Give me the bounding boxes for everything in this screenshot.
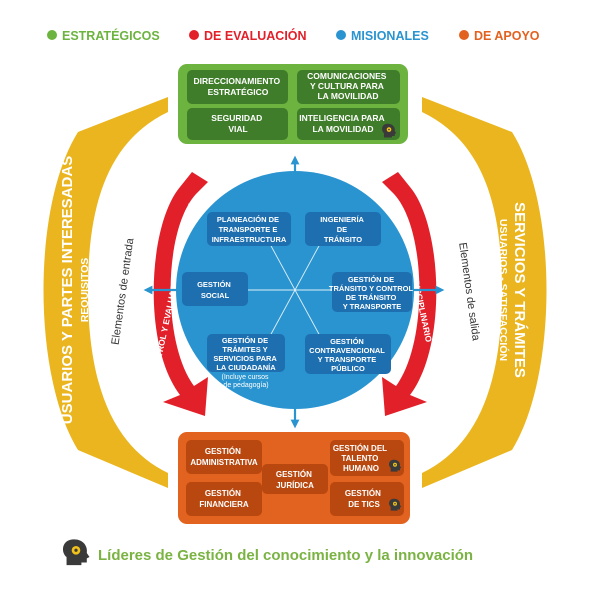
missional-processes-group: PLANEACIÓN DE TRANSPORTE E INFRAESTRUCTU… [176, 171, 415, 409]
left-yellow-arc [43, 97, 168, 488]
support-label-juridica: GESTIÓN JURÍDICA [276, 470, 314, 490]
strategic-box-comunicaciones [297, 70, 400, 104]
support-processes-group: GESTIÓN ADMINISTRATIVA GESTIÓN JURÍDICA … [178, 432, 410, 524]
legend-dot [459, 30, 469, 40]
missional-box-transito-control [332, 272, 412, 312]
support-label-tics: GESTIÓN DE TICS [345, 489, 383, 509]
right-arc-title: SERVICIOS Y TRÁMITES [511, 202, 528, 378]
missional-note-tramites: (Incluye cursos de pedagogía) [221, 374, 270, 389]
left-arc-title: USUARIOS Y PARTES INTERESADAS [59, 156, 76, 424]
legend-label: ESTRATÉGICOS [62, 28, 160, 43]
missional-box-planeacion [207, 212, 291, 246]
support-label-administrativa: GESTIÓN ADMINISTRATIVA [190, 447, 257, 467]
missional-box-ingenieria [305, 212, 381, 246]
input-elements-label: Elementos de entrada [110, 237, 137, 346]
strategic-box-inteligencia [297, 108, 400, 140]
footer-text: Líderes de Gestión del conocimiento y la… [98, 547, 473, 564]
legend-dot [189, 30, 199, 40]
missional-label-ingenieria: INGENIERÍA DE TRÁNSITO [320, 215, 366, 244]
legend-dot [336, 30, 346, 40]
support-box-juridica [262, 464, 328, 494]
legend-item-evaluacion: DE EVALUACIÓN [189, 28, 307, 43]
legend-dot [47, 30, 57, 40]
strategic-box-seguridad [187, 108, 288, 140]
footer: Líderes de Gestión del conocimiento y la… [63, 539, 473, 566]
head-gear-icon [63, 539, 90, 566]
legend-label: MISIONALES [351, 29, 429, 43]
legend-label: DE APOYO [474, 29, 540, 43]
support-box-administrativa [186, 440, 262, 474]
strategic-processes-group: DIRECCIONAMIENTO ESTRATÉGICO COMUNICACIO… [178, 64, 408, 144]
strategic-label-comunicaciones: COMUNICACIONES Y CULTURA PARA LA MOVILID… [307, 71, 389, 101]
missional-box-contravencional [305, 334, 391, 374]
right-red-arc [382, 172, 437, 416]
support-box-talento [330, 440, 404, 476]
support-label-financiera: GESTIÓN FINANCIERA [199, 489, 249, 509]
right-arc-subtitle: USUARIOS - SATISFACCIÓN [497, 219, 510, 361]
legend: ESTRATÉGICOS DE EVALUACIÓN MISIONALES DE… [47, 28, 540, 43]
legend-item-estrategicos: ESTRATÉGICOS [47, 28, 160, 43]
legend-item-apoyo: DE APOYO [459, 29, 540, 43]
missional-box-social [182, 272, 248, 306]
strategic-label-inteligencia: INTELIGENCIA PARA LA MOVILIDAD [299, 113, 387, 134]
strategic-label-seguridad: SEGURIDAD VIAL [211, 113, 264, 134]
missional-label-planeacion: PLANEACIÓN DE TRANSPORTE E INFRAESTRUCTU… [212, 215, 287, 244]
strategic-label-direccionamiento: DIRECCIONAMIENTO ESTRATÉGICO [193, 76, 282, 97]
missional-label-social: GESTIÓN SOCIAL [197, 280, 233, 300]
missional-label-contravencional: GESTIÓN CONTRAVENCIONAL Y TRANSPORTE PÚB… [309, 337, 387, 373]
right-yellow-arc [422, 97, 547, 488]
output-elements-label: Elementos de salida [456, 242, 482, 343]
support-box-financiera [186, 482, 262, 516]
missional-label-tramites: GESTIÓN DE TRÁMITES Y SERVICIOS PARA LA … [213, 336, 278, 372]
support-label-talento: GESTIÓN DEL TALENTO HUMANO [333, 444, 389, 473]
support-box-tics [330, 482, 404, 516]
missional-box-tramites [207, 334, 285, 372]
legend-item-misionales: MISIONALES [336, 29, 429, 43]
strategic-box-direccionamiento [187, 70, 288, 104]
left-red-arc [153, 172, 208, 416]
legend-label: DE EVALUACIÓN [204, 28, 307, 43]
left-arc-subtitle: REQUISITOS [79, 258, 91, 323]
missional-label-transito-control: GESTIÓN DE TRÁNSITO Y CONTROL DE TRÁNSIT… [329, 275, 415, 311]
